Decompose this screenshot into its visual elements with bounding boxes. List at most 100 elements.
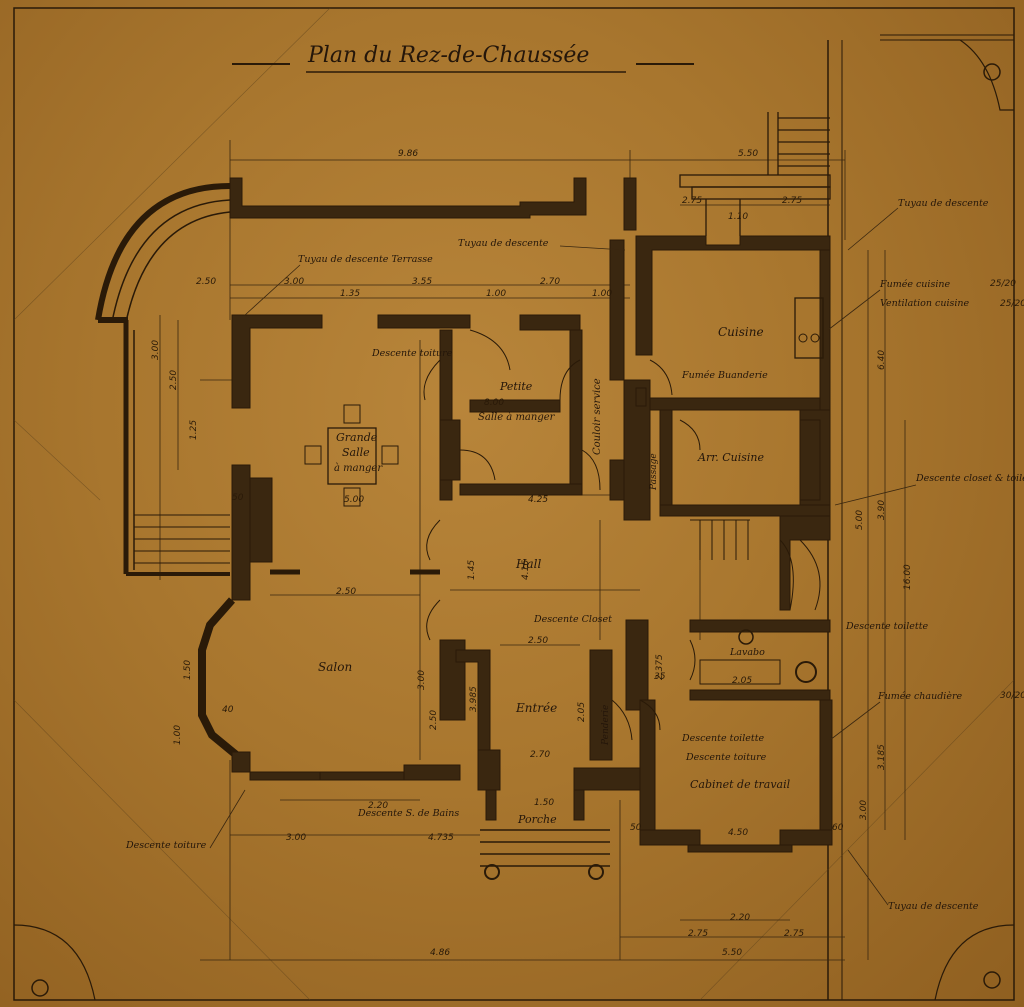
dim-30-20: 30/20	[1000, 691, 1024, 701]
room-label-entree: Entrée	[515, 701, 557, 715]
room-label-grande-salle-2: Salle	[342, 446, 370, 459]
dim-text: 3.00	[151, 340, 161, 360]
dim-text: 16.00	[903, 564, 913, 590]
sink-counter	[799, 419, 821, 501]
note-fumee-cuisine: Fumée cuisine	[879, 279, 950, 290]
note-descente-toiture-1: Descente toiture	[371, 348, 453, 359]
dim-text: 3.00	[284, 277, 304, 287]
note-descente-toiture-2: Descente toiture	[685, 752, 767, 763]
dining-chair	[343, 487, 361, 507]
dim-text: 6.40	[877, 350, 887, 370]
dim-text: 1.50	[534, 798, 554, 808]
note-fumee-buanderie: Fumée Buanderie	[681, 370, 768, 381]
dining-table	[327, 427, 377, 485]
room-label-grande-salle-3: à manger	[334, 463, 383, 474]
dim-text: 1.00	[592, 289, 612, 299]
dim-text: 50	[630, 823, 642, 833]
note-descente-closet: Descente Closet	[533, 614, 612, 625]
note-descente-closet-toilette: Descente closet & toilette	[915, 473, 1024, 484]
dimension-numbers: 9.86 5.50 3.00 3.55 1.35 2.70 1.00 1.00 …	[151, 149, 913, 958]
room-label-penderie: Penderie	[601, 705, 611, 746]
note-descente-toiture-3: Descente toiture	[125, 840, 207, 851]
door-swings	[423, 329, 701, 741]
dim-text: 4.25	[528, 495, 548, 505]
dim-text: 2.375	[655, 654, 665, 680]
washbasin-icon	[738, 629, 754, 645]
dim-text: 5.00	[344, 495, 364, 505]
dim-text: 3.55	[412, 277, 432, 287]
note-lavabo: Lavabo	[729, 647, 765, 658]
room-label-grande-salle-1: Grande	[336, 431, 378, 444]
boiler-icon	[795, 661, 817, 683]
dim-text: 3.00	[286, 833, 306, 843]
dim-text: 1.10	[728, 212, 748, 222]
dim-text: 4.86	[430, 948, 450, 958]
dim-text: 1.45	[467, 560, 477, 580]
dim-text: 3.90	[877, 500, 887, 520]
construction-lines	[13, 7, 1015, 1001]
dim-text: 3.00	[417, 670, 427, 690]
dim-text: 2.20	[368, 801, 388, 811]
fixtures	[304, 297, 824, 685]
plan-title-group: Plan du Rez-de-Chaussée	[232, 43, 694, 73]
dim-text: 2.75	[688, 929, 708, 939]
note-descente-toilette-1: Descente toilette	[845, 621, 929, 632]
dim-text: 2.50	[429, 710, 439, 730]
room-label-passage: Passage	[649, 453, 659, 491]
dim-text: 2.50	[169, 370, 179, 390]
room-label-cabinet: Cabinet de travail	[690, 778, 791, 791]
dim-text: 2.50	[196, 277, 216, 287]
dim-text: 2.75	[784, 929, 804, 939]
dim-text: 4.50	[728, 828, 748, 838]
walls	[95, 112, 833, 880]
dim-text: 2.75	[682, 196, 702, 206]
room-label-petite-salle-1: Petite	[499, 380, 533, 393]
dim-text: 2.20	[730, 913, 750, 923]
dim-text: 1.00	[173, 725, 183, 745]
dim-text: 1.00	[486, 289, 506, 299]
dim-text: 3.985	[469, 686, 479, 712]
dim-text: 1.50	[183, 660, 193, 680]
annotations: Tuyau de descente Terrasse Tuyau de desc…	[125, 198, 1024, 912]
dim-text: 9.86	[398, 149, 418, 159]
note-tuyau-descente-1: Tuyau de descente	[458, 238, 549, 249]
note-tuyau-descente-3: Tuyau de descente	[888, 901, 979, 912]
dim-25-20b: 25/20	[1000, 299, 1024, 309]
dining-chair	[381, 445, 399, 465]
dim-text: 5.50	[738, 149, 758, 159]
dim-text: 1.25	[189, 420, 199, 440]
dim-text: 2.75	[782, 196, 802, 206]
dim-text: 40	[222, 705, 234, 715]
bathtub	[699, 659, 781, 685]
dining-chair	[304, 445, 322, 465]
dim-text: 2.50	[528, 636, 548, 646]
dim-text: 1.35	[340, 289, 360, 299]
dim-text: 2.70	[530, 750, 550, 760]
dim-text: 50	[232, 493, 244, 503]
note-fumee-chaudiere: Fumée chaudière	[877, 691, 962, 702]
room-label-salon: Salon	[318, 660, 352, 674]
dim-text: 3.185	[877, 744, 887, 770]
dim-text: 5.50	[722, 948, 742, 958]
kitchen-stove	[794, 297, 824, 359]
dim-text: 60	[832, 823, 844, 833]
dim-text: 8.00	[484, 398, 504, 408]
note-descente-bains: Descente S. de Bains	[357, 808, 459, 819]
room-label-cuisine: Cuisine	[718, 325, 764, 339]
dim-text: 3.00	[859, 800, 869, 820]
dim-text: 2.50	[336, 587, 356, 597]
plan-title: Plan du Rez-de-Chaussée	[307, 43, 589, 68]
room-label-couloir: Couloir service	[592, 378, 603, 455]
dimension-lines	[159, 140, 906, 961]
sheet-border	[13, 7, 1015, 1001]
dim-text: 5.00	[855, 510, 865, 530]
note-tuyau-descente-2: Tuyau de descente	[898, 198, 989, 209]
dim-text: 4.735	[428, 833, 454, 843]
note-descente-toilette-2: Descente toilette	[681, 733, 765, 744]
dim-25-20: 25/20	[990, 279, 1016, 289]
room-label-hall: Hall	[515, 557, 541, 571]
dim-text: 2.70	[540, 277, 560, 287]
room-label-arriere-cuisine: Arr. Cuisine	[697, 451, 765, 464]
